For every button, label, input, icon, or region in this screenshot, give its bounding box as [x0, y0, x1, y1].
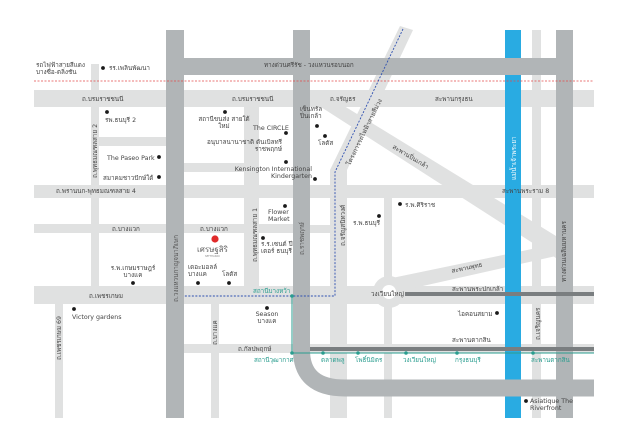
label-road: ถ.เพชรเกษม 69: [56, 316, 63, 360]
station-wutthakat: สถานีวุฒากาศ: [254, 356, 294, 364]
label-road: ถ.บางแวก: [112, 226, 140, 233]
label-road: สะพานพระราม 8: [502, 188, 549, 195]
place-iconsiam: ไอคอนสยาม: [457, 310, 492, 318]
place-kasemrad: ร.พ.เกษมราษฎร์ บางแค: [110, 265, 156, 279]
label-road: ถ.พรานนก-พุทธมณฑลสาย 4: [56, 188, 136, 195]
place-thonburi2: รพ.ธนบุรี 2: [105, 116, 136, 124]
station-pho-nimit: โพธิ์นิมิตร: [355, 355, 383, 364]
place-kensington: Kensington International Kindergarten: [234, 166, 312, 180]
bts-station-markers: [290, 294, 535, 355]
label-road: ถ.วงแหวนกาญจนาภิเษก: [172, 235, 180, 302]
rail-taksin: [310, 347, 594, 351]
label-road: ถ.จรัญธร: [330, 96, 356, 103]
station-wongwian-yai: วงเวียนใหญ่: [403, 356, 436, 364]
label-road: ถ.จรัญสนิทวงศ์: [339, 205, 347, 246]
place-flower-market: Flower Market: [268, 209, 290, 223]
label-road: ถ.ราชพฤกษ์: [298, 222, 306, 255]
station-talat-phlu: ตลาดพลู: [321, 357, 345, 364]
label-road: ถ.พุทธมณฑลสาย 2: [92, 124, 99, 178]
label-road: ถ.บรมราชชนนี: [82, 95, 124, 103]
label-outer-ring: ทางด่วนศรีรัช - วงแหวนรอบนอก: [264, 61, 354, 69]
label-road: ถ.บรมราชชนนี: [232, 95, 274, 103]
label-road: ถ.บางแวก: [200, 226, 228, 233]
place-siriraj: ร.พ.ศิริราช: [405, 201, 436, 209]
label-roundabout: วงเวียนใหญ่: [371, 290, 404, 298]
place-school: รร.เพลินพัฒนา: [109, 64, 150, 72]
station-bang-wa: สถานีบางหว้า: [253, 287, 290, 295]
station-saphan-taksin: สะพานตากสิน: [531, 356, 570, 364]
place-school-dulwich: อนุบาลนานาชาติ ดันเบิลทรี ราชพฤกษ์: [207, 139, 282, 153]
station-krung-thon-buri: กรุงธนบุรี: [455, 356, 481, 364]
place-asiatique: Asiatique The Riverfront: [530, 398, 573, 412]
place-the-mall: เดอะมอลล์ บางแค: [188, 264, 218, 278]
label-expressway: ทางด่วนเฉลิมมหานคร: [560, 221, 568, 282]
label-road: ถ.เพชรเกษม: [89, 293, 123, 300]
project-subtitle: SETTHASIRI: [205, 254, 220, 258]
place-lotus-top: โลตัส: [318, 139, 333, 147]
label-river: แม่น้ำเจ้าพระยา: [509, 136, 518, 180]
place-thonburi-hospital: ร.พ.ธนบุรี: [353, 219, 381, 227]
major-roads: [166, 30, 594, 418]
place-season: Season บางแค: [255, 311, 279, 325]
place-lotus: โลตัส: [222, 271, 238, 278]
purple-line-rail: [184, 28, 404, 297]
label-road: ถ.พุทธมณฑลสาย 1: [252, 208, 259, 262]
rail-pokklao: [405, 292, 594, 296]
label-road: ถ.บางแค: [212, 320, 219, 345]
label-red-line: รถไฟฟ้าสายสีแดง บางซื่อ-ตลิ่งชัน: [36, 62, 85, 76]
label-road: สะพานพระปกเกล้า: [452, 285, 503, 293]
label-road: สะพานตากสิน: [452, 336, 491, 344]
project-marker[interactable]: [211, 235, 219, 243]
chao-phraya-river: [505, 30, 521, 418]
label-road: ถ.เจริญนคร: [534, 307, 542, 340]
place-st-peter: ร.ร.เซนต์ ปีเตอร์ ธนบุรี: [261, 241, 293, 255]
place-markers: [72, 66, 528, 403]
place-victory-gardens: Victory gardens: [72, 314, 122, 321]
place-central: เซ็นทรัล ปิ่นเกล้า: [300, 106, 323, 120]
label-road: สะพานกรุงธน: [435, 96, 473, 103]
label-road: ถ.กัลปพฤกษ์: [238, 345, 272, 353]
place-paseo: The Paseo Park: [106, 155, 155, 162]
place-circle: The CIRCLE: [252, 125, 289, 132]
place-assoc: สมาคมชาวปักษ์ใต้: [103, 174, 153, 182]
place-bus-terminal: สถานีขนส่ง สายใต้ใหม่: [198, 116, 250, 130]
project-name[interactable]: เศรษฐสิริ: [197, 245, 229, 254]
